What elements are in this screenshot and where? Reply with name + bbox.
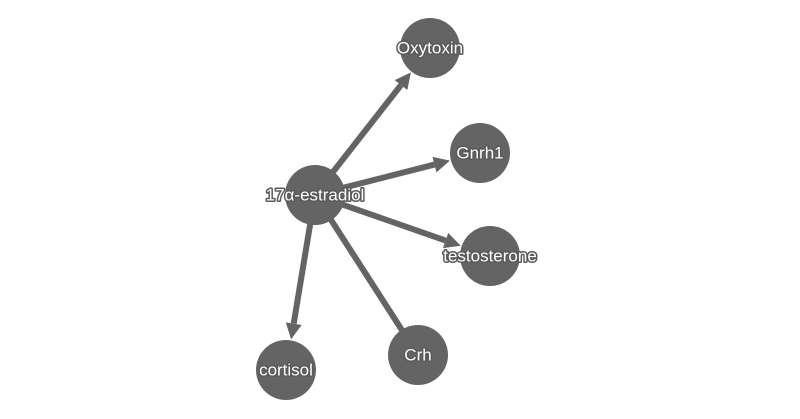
node-circle-cortisol[interactable] [256,340,316,400]
arrowhead-testosterone [442,232,461,249]
node-circle-testosterone[interactable] [460,226,520,286]
node-circle-estradiol[interactable] [285,165,345,225]
node-gnrh1[interactable]: Gnrh1 [450,123,510,183]
edge-estradiol-to-cortisol [290,220,314,325]
node-label-gnrh1: Gnrh1 [456,144,503,163]
node-label-estradiol: 17α-estradiol [266,186,365,205]
node-oxytoxin[interactable]: Oxytoxin [395,18,465,78]
node-estradiol[interactable]: 17α-estradiol [264,165,366,225]
edge-estradiol-to-gnrh1 [339,161,436,192]
arrowhead-gnrh1 [432,156,450,173]
arrowhead-oxytoxin [394,72,411,90]
node-label-oxytoxin: Oxytoxin [397,39,463,58]
edges-layer [285,72,461,340]
edge-estradiol-to-oxytoxin [328,83,404,177]
node-crh[interactable]: Crh [388,325,448,385]
node-circle-gnrh1[interactable] [450,123,510,183]
edge-estradiol-to-testosterone [338,200,447,244]
node-label-cortisol: cortisol [259,361,313,380]
node-cortisol[interactable]: cortisol [256,340,316,400]
node-label-crh: Crh [404,346,431,365]
arrowhead-cortisol [285,322,302,340]
edge-estradiol-to-crh [326,215,408,337]
node-circle-crh[interactable] [388,325,448,385]
node-circle-oxytoxin[interactable] [400,18,460,78]
node-label-testosterone: testosterone [443,247,537,266]
node-testosterone[interactable]: testosterone [442,226,538,286]
